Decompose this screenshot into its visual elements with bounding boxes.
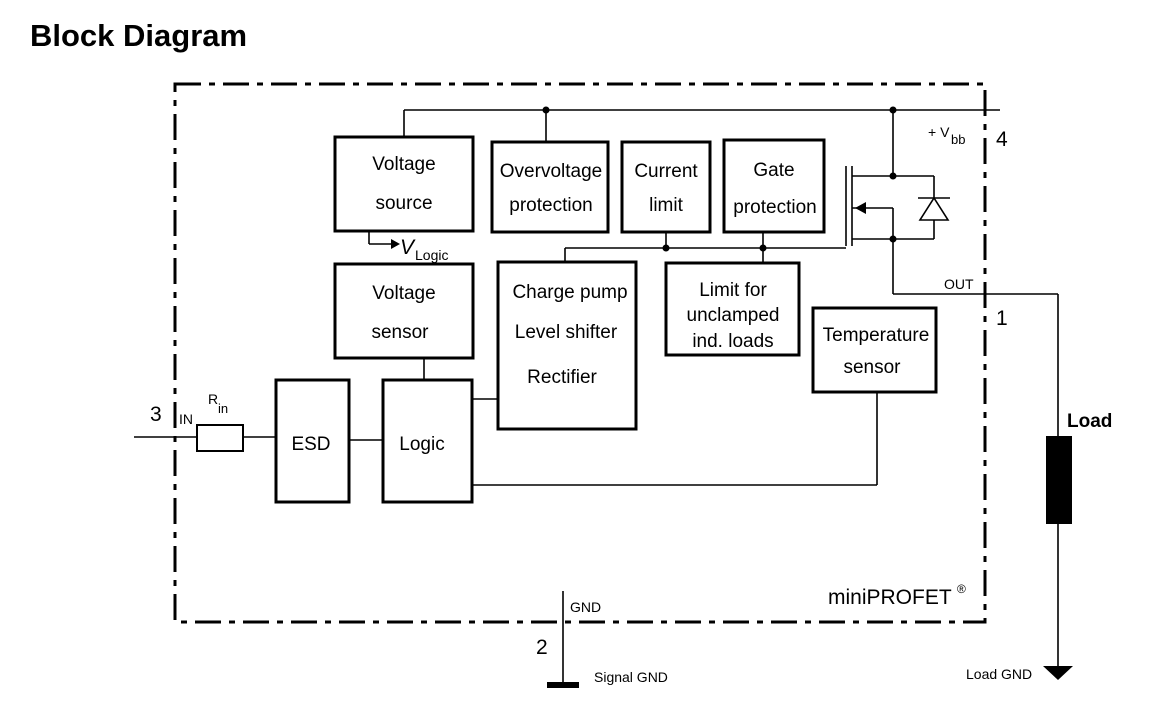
signal-gnd-label: Signal GND [594, 669, 668, 685]
block-gate-protection-line2: protection [733, 197, 816, 218]
block-overvoltage-protection: Overvoltage protection [490, 140, 610, 234]
block-logic: Logic [381, 378, 474, 504]
vlogic-subscript: Logic [415, 247, 448, 263]
block-logic-label: Logic [399, 434, 444, 455]
load-resistor [1046, 436, 1072, 524]
block-limit-unclamped-line3: ind. loads [692, 331, 773, 352]
chip-outline [173, 82, 987, 624]
block-voltage-sensor-line2: sensor [371, 322, 429, 343]
block-current-limit-line1: Current [634, 161, 698, 182]
pin-1: 1 [996, 307, 1008, 330]
block-voltage-sensor: Voltage sensor [333, 262, 475, 360]
block-gate-protection: Gate protection [722, 138, 826, 234]
page-title: Block Diagram [30, 18, 248, 53]
block-limit-unclamped-line1: Limit for [699, 280, 767, 301]
block-charge-pump-line1: Charge pump [512, 282, 627, 303]
vlogic-label: V [400, 236, 416, 259]
vbb-subscript: bb [951, 132, 965, 147]
pin-3: 3 [150, 403, 162, 426]
block-overvoltage-line1: Overvoltage [500, 161, 602, 182]
load-gnd-label: Load GND [966, 666, 1032, 682]
block-temperature-sensor: Temperature sensor [811, 306, 938, 394]
rin-subscript: in [218, 401, 228, 416]
block-voltage-source-line1: Voltage [372, 154, 435, 175]
block-gate-protection-line1: Gate [753, 160, 794, 181]
load-label: Load [1067, 411, 1112, 432]
block-limit-unclamped: Limit for unclamped ind. loads [664, 261, 801, 357]
block-charge-pump-line2: Level shifter [515, 322, 618, 343]
input-resistor [196, 424, 244, 452]
gnd-label: GND [570, 599, 601, 615]
block-current-limit-line2: limit [649, 195, 683, 216]
block-esd-label: ESD [291, 434, 330, 455]
block-voltage-source-line2: source [375, 193, 432, 214]
rin-label: R [208, 391, 218, 407]
block-esd: ESD [274, 378, 351, 504]
block-temperature-sensor-line2: sensor [843, 357, 901, 378]
pin-2: 2 [536, 636, 548, 659]
out-label: OUT [944, 276, 974, 292]
block-temperature-sensor-line1: Temperature [823, 325, 930, 346]
pin-4: 4 [996, 128, 1008, 151]
vbb-label: + V [928, 124, 950, 140]
wires [134, 109, 1073, 688]
brand-registered-mark: ® [957, 582, 966, 596]
block-charge-pump-line3: Rectifier [527, 367, 597, 388]
brand-label: miniPROFET [828, 586, 952, 609]
block-current-limit: Current limit [620, 140, 712, 234]
block-overvoltage-line2: protection [509, 195, 592, 216]
in-label: IN [179, 411, 193, 427]
block-charge-pump: Charge pump Level shifter Rectifier [496, 260, 638, 431]
block-limit-unclamped-line2: unclamped [687, 305, 780, 326]
block-voltage-source: Voltage source [333, 135, 475, 233]
block-voltage-sensor-line1: Voltage [372, 283, 435, 304]
junction-dots [542, 106, 897, 252]
